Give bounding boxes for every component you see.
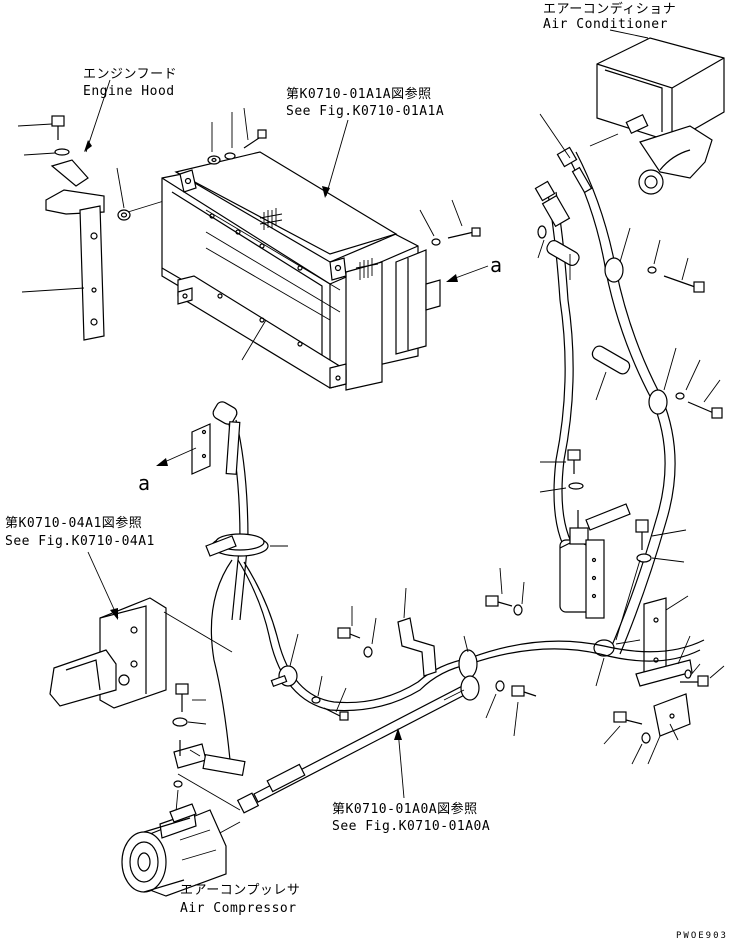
spacer-collar <box>117 209 131 221</box>
receiver-dryer <box>559 503 631 619</box>
hose-band-clamp <box>205 533 269 557</box>
air-compressor-label-jp: エアーコンプッレサ <box>180 883 300 898</box>
air-conditioner-label-jp: エアーコンディショナ <box>543 1 676 17</box>
dryer-mount-plate <box>653 693 691 737</box>
fig-04a1-label-jp: 第K0710-04A1図参照 <box>5 515 142 531</box>
fig-a1a-label-jp: 第K0710-01A1A図参照 <box>286 86 432 102</box>
ref-a-left: a <box>138 471 150 495</box>
air-conditioner-label-en: Air Conditioner <box>543 17 668 32</box>
lower-refrigerant-line <box>210 559 705 761</box>
engine-hood-bracket <box>45 159 105 341</box>
engine-hood-label-en: Engine Hood <box>83 84 175 99</box>
compressor-hardware <box>172 683 246 788</box>
fig-a1a-label-en: See Fig.K0710-01A1A <box>286 104 444 119</box>
main-pipe <box>236 679 479 814</box>
air-conditioner-leader <box>609 29 649 39</box>
ref-a-top: a <box>490 253 502 277</box>
hood-bolt <box>51 115 70 156</box>
air-compressor <box>121 803 227 897</box>
hose-clamp-upper <box>604 257 705 293</box>
drawing-code: PWOE903 <box>676 931 728 941</box>
o-ring <box>537 225 547 239</box>
condenser-assembly <box>161 151 441 391</box>
air-compressor-label-en: Air Compressor <box>180 901 297 916</box>
fig-a0a-label-en: See Fig.K0710-01A0A <box>332 819 490 834</box>
fig-a0a-label-jp: 第K0710-01A0A図参照 <box>332 801 478 817</box>
hose-clamp-lower <box>648 389 723 419</box>
compressor-mount-bracket <box>49 597 167 709</box>
connector-plate-a <box>191 423 211 475</box>
pipe-bracket <box>397 617 437 677</box>
engine-hood-label-jp: エンジンフード <box>83 67 177 82</box>
condenser-bolts <box>207 129 481 246</box>
hose-fittings-top <box>534 146 593 228</box>
suction-hose-upper <box>212 401 249 621</box>
air-conditioner-unit <box>596 37 725 195</box>
fig-04a1-label-en: See Fig.K0710-04A1 <box>5 534 155 549</box>
dryer-bracket <box>635 597 693 687</box>
pipe-clamp <box>458 649 480 701</box>
grommet-tube-upper <box>546 240 580 266</box>
grommet-tube-lower <box>591 345 631 375</box>
fin-grid <box>259 208 379 280</box>
